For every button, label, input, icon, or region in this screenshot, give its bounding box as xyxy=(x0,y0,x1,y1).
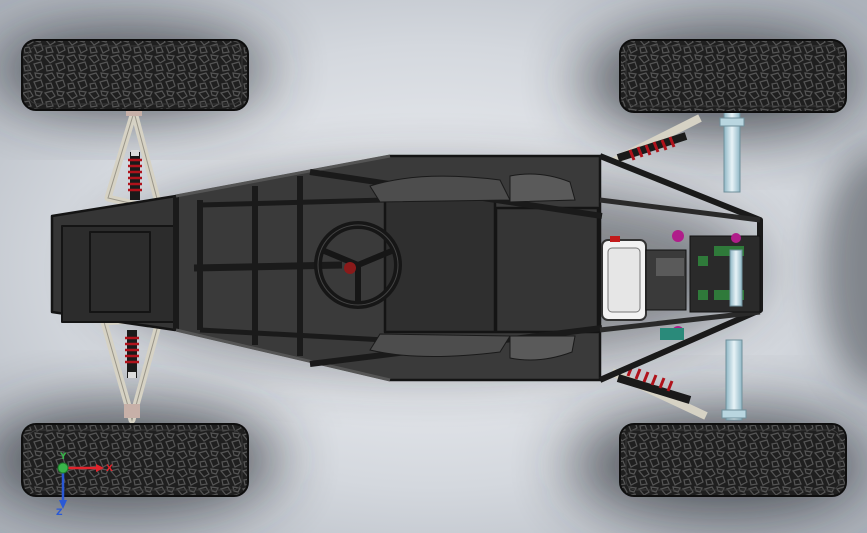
engine-assembly[interactable] xyxy=(601,230,761,340)
coordinate-triad: X Y Z xyxy=(56,452,113,516)
tire-rear-left[interactable] xyxy=(619,39,847,113)
chassis-frame[interactable] xyxy=(50,153,763,383)
rear-shock-top xyxy=(616,132,688,162)
rear-shock-bottom xyxy=(616,365,692,404)
tire-rear-right[interactable] xyxy=(619,423,847,497)
y-axis-dot-icon xyxy=(57,462,69,474)
front-shock-top xyxy=(128,150,142,200)
x-axis-arrowhead-icon xyxy=(96,464,104,472)
rear-axles xyxy=(719,111,747,421)
seat-and-exhaust xyxy=(369,173,576,361)
steering-wheel[interactable] xyxy=(314,221,402,309)
rear-suspension[interactable] xyxy=(610,114,708,420)
y-axis-label: Y xyxy=(59,452,67,462)
x-axis-label: X xyxy=(106,464,113,474)
tire-front-right[interactable] xyxy=(21,423,249,497)
tire-front-left[interactable] xyxy=(21,39,249,111)
z-axis-arrowhead-icon xyxy=(59,500,67,509)
front-shock-bottom xyxy=(125,330,139,378)
z-axis-label: Z xyxy=(56,508,63,516)
